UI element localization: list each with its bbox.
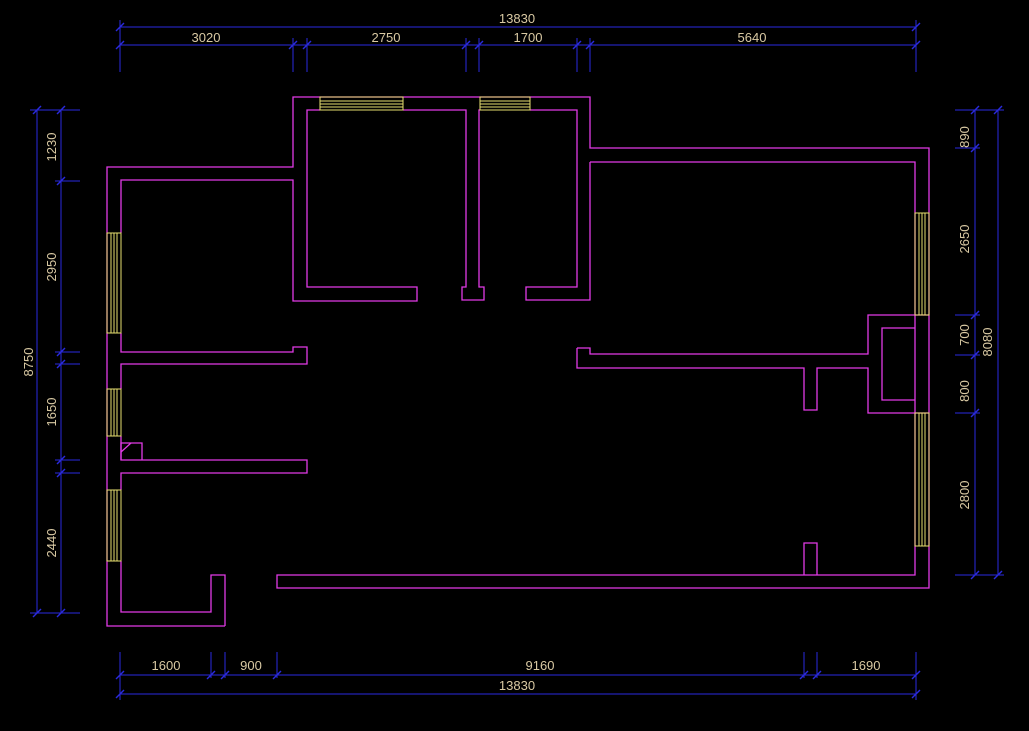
dim-bottom-seg-1: 1600 [152, 658, 181, 673]
right-partition-2 [576, 348, 929, 414]
dim-right-seg-5: 2800 [957, 481, 972, 510]
dimension-left: 8750 1230 2950 1650 2440 [21, 105, 80, 618]
dim-top-seg-3: 1700 [514, 30, 543, 45]
dim-bottom-total: 13830 [499, 678, 535, 693]
dim-bottom-seg-2: 900 [240, 658, 262, 673]
left-lower-room-wall [120, 561, 226, 626]
dim-right-seg-2: 2650 [957, 225, 972, 254]
dim-left-seg-4: 2440 [44, 529, 59, 558]
dim-bottom-seg-4: 1690 [852, 658, 881, 673]
dim-left-seg-1: 1230 [44, 133, 59, 162]
window-top-left [319, 96, 404, 111]
dim-right-seg-3: 700 [957, 324, 972, 346]
dim-right-seg-1: 890 [957, 126, 972, 148]
small-shaft [120, 442, 143, 460]
dim-left-seg-2: 2950 [44, 253, 59, 282]
window-right-2 [914, 412, 930, 547]
dim-top-seg-2: 2750 [372, 30, 401, 45]
left-partition-2 [120, 436, 308, 490]
dimension-top: 13830 3020 2750 1700 5640 [115, 11, 921, 72]
left-upper-room-wall-2 [403, 109, 485, 301]
dim-bottom-seg-3: 9160 [526, 658, 555, 673]
bottom-pillar [803, 542, 818, 575]
dim-left-seg-3: 1650 [44, 398, 59, 427]
right-partition [577, 314, 929, 355]
dim-top-total: 13830 [499, 11, 535, 26]
dim-top-seg-1: 3020 [192, 30, 221, 45]
dimension-bottom: 1600 900 9160 1690 13830 [115, 652, 921, 700]
window-right-1 [914, 212, 930, 316]
dim-top-seg-4: 5640 [738, 30, 767, 45]
dim-right-seg-4: 800 [957, 380, 972, 402]
windows [106, 96, 930, 562]
outer-wall [106, 96, 930, 627]
dimension-right: 890 2650 700 800 2800 8080 [955, 105, 1004, 580]
dim-right-total: 8080 [980, 328, 995, 357]
left-partition-1 [120, 333, 308, 389]
walls [106, 96, 930, 627]
window-left-2 [106, 388, 122, 437]
window-left-3 [106, 489, 122, 562]
window-left-1 [106, 232, 122, 334]
middle-room-wall [525, 109, 591, 301]
left-upper-room-wall [120, 109, 418, 302]
right-closet [881, 327, 915, 401]
window-top-middle [479, 96, 531, 111]
dim-left-total: 8750 [21, 348, 36, 377]
